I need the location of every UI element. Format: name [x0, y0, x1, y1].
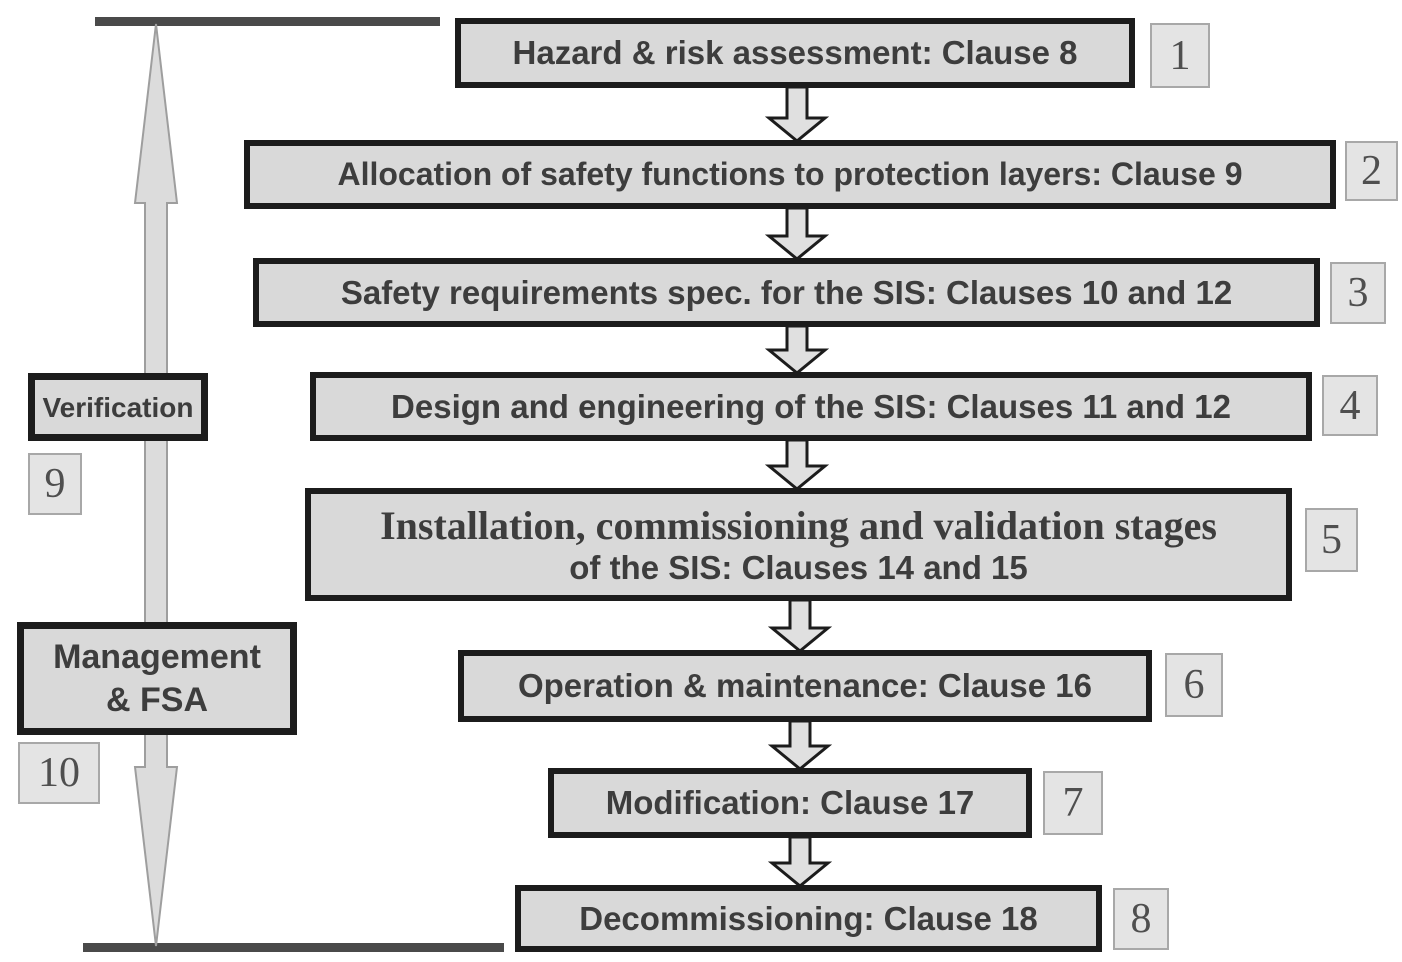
bottom-boundary-bar [83, 943, 504, 952]
step-number-badge: 6 [1165, 653, 1223, 717]
flow-box-safety-requirements-spec: Safety requirements spec. for the SIS: C… [253, 258, 1320, 327]
side-box-label-line2: & FSA [106, 680, 208, 719]
flow-box-label-line2: of the SIS: Clauses 14 and 15 [569, 548, 1028, 586]
vertical-double-arrow-icon [133, 23, 179, 947]
side-box-label: Verification [42, 391, 194, 423]
flow-box-label: Design and engineering of the SIS: Claus… [391, 387, 1231, 425]
step-number-badge: 1 [1150, 23, 1210, 88]
side-box-label-line1: Management [53, 638, 261, 676]
side-box-management-fsa: Management & FSA [17, 622, 297, 735]
top-boundary-bar [95, 17, 440, 26]
step-number-badge: 2 [1345, 141, 1398, 201]
flow-box-label: Safety requirements spec. for the SIS: C… [340, 273, 1233, 311]
flow-box-allocation-safety-functions: Allocation of safety functions to protec… [244, 140, 1336, 209]
flow-box-label: Operation & maintenance: Clause 16 [517, 667, 1092, 705]
step-number-badge: 5 [1305, 508, 1358, 572]
down-arrow-icon [765, 325, 829, 374]
step-number-badge: 4 [1322, 375, 1378, 436]
flow-box-label: Allocation of safety functions to protec… [337, 156, 1243, 193]
down-arrow-icon [768, 599, 832, 652]
flow-box-design-engineering: Design and engineering of the SIS: Claus… [310, 372, 1312, 441]
down-arrow-icon [765, 439, 829, 490]
down-arrow-icon [768, 836, 832, 887]
flow-box-label: Modification: Clause 17 [605, 784, 975, 822]
down-arrow-icon [768, 720, 832, 770]
flow-box-label-line1: Installation, commissioning and validati… [380, 502, 1217, 548]
flow-box-hazard-risk-assessment: Hazard & risk assessment: Clause 8 [455, 18, 1135, 88]
flow-box-installation-commissioning-validation: Installation, commissioning and validati… [305, 488, 1292, 601]
flow-box-decommissioning: Decommissioning: Clause 18 [515, 885, 1102, 952]
step-number-badge: 8 [1113, 888, 1169, 950]
down-arrow-icon [765, 207, 829, 260]
step-number-badge: 7 [1043, 771, 1103, 835]
step-number-badge: 3 [1330, 262, 1386, 324]
step-number-badge: 9 [28, 453, 82, 515]
down-arrow-icon [765, 86, 829, 142]
flow-box-label: Decommissioning: Clause 18 [579, 899, 1038, 937]
side-box-verification: Verification [28, 373, 208, 441]
flow-box-operation-maintenance: Operation & maintenance: Clause 16 [458, 650, 1152, 722]
flow-box-label: Hazard & risk assessment: Clause 8 [512, 34, 1078, 72]
flow-box-modification: Modification: Clause 17 [548, 768, 1032, 838]
step-number-badge: 10 [18, 742, 100, 804]
